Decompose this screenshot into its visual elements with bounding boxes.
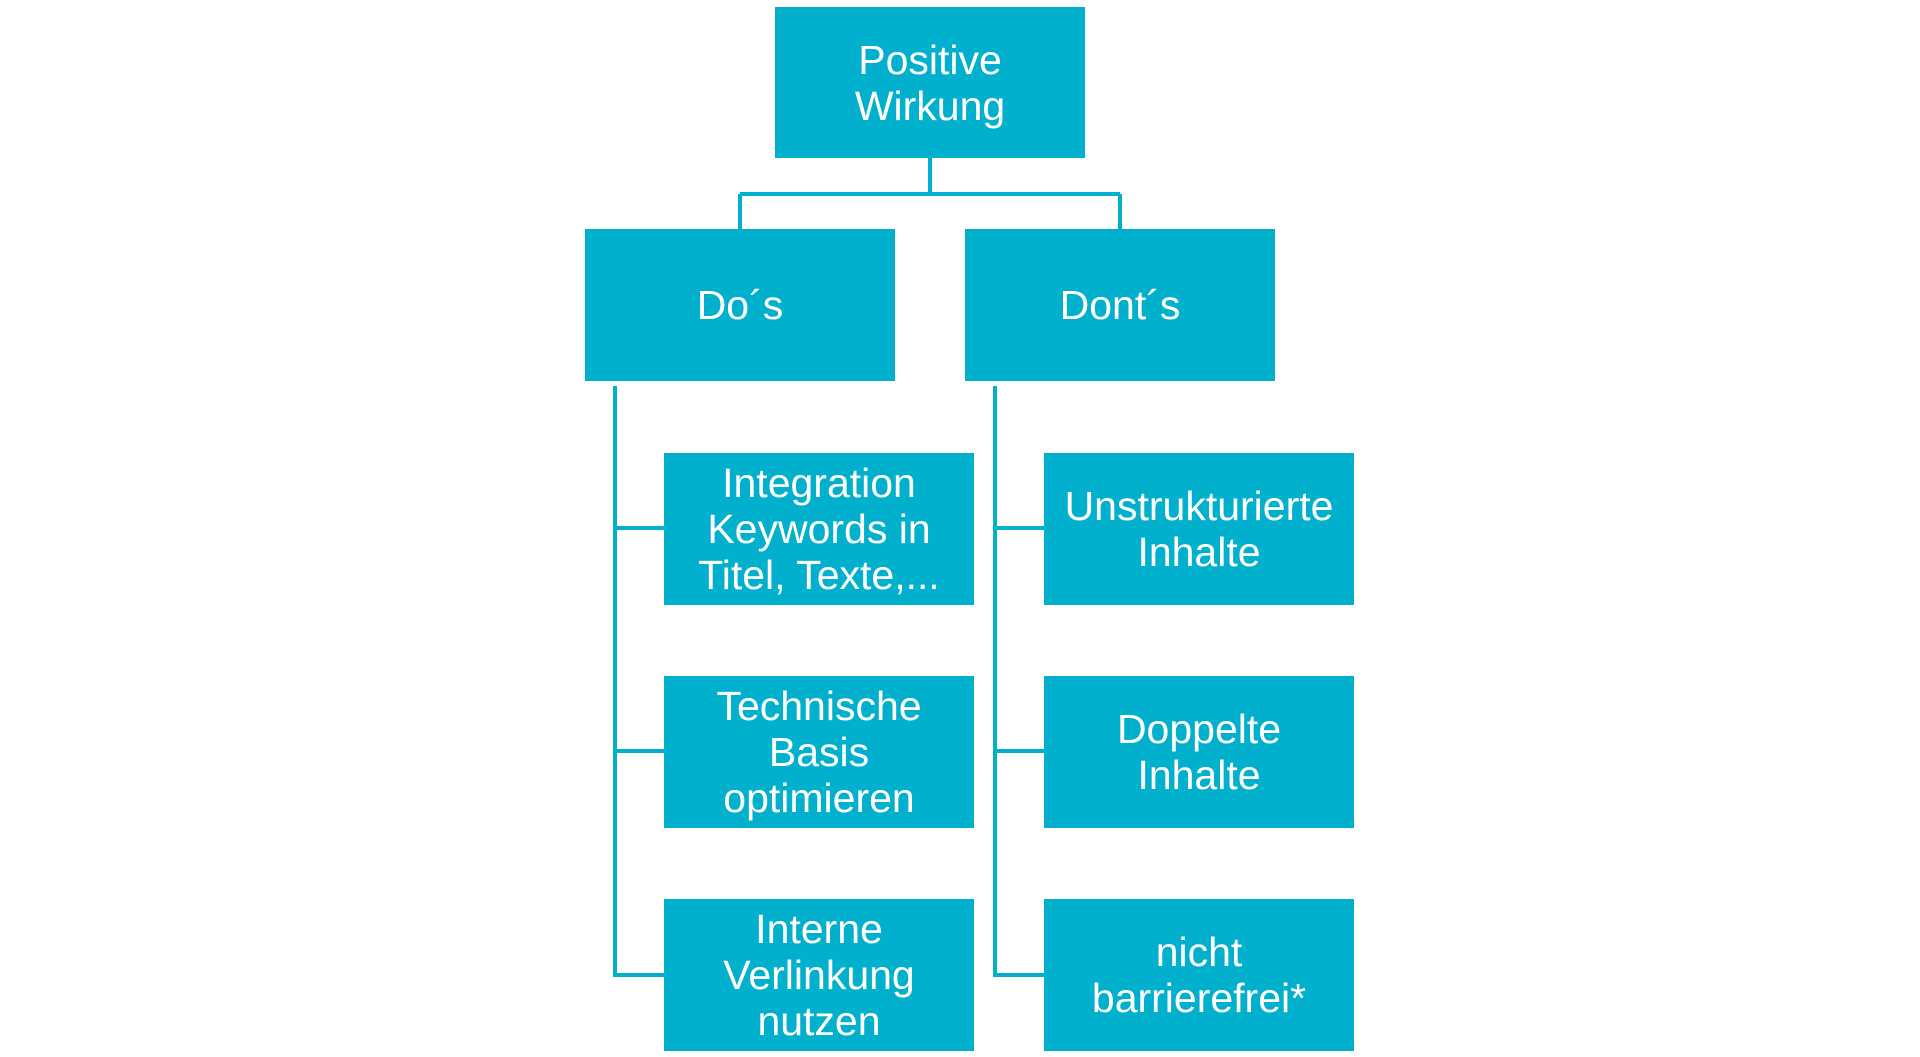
node-do-technische-basis: Technische Basis optimieren (664, 676, 974, 828)
node-positive-wirkung: Positive Wirkung (775, 7, 1085, 158)
node-dont-doppelte-inhalte: Doppelte Inhalte (1044, 676, 1354, 828)
connector-dos-to-children (613, 386, 664, 977)
connector-donts-to-children (993, 386, 1044, 977)
node-dont-nicht-barrierefrei: nicht barrierefrei* (1044, 899, 1354, 1051)
node-do-interne-verlinkung: Interne Verlinkung nutzen (664, 899, 974, 1051)
node-do-integration-keywords: Integration Keywords in Titel, Texte,... (664, 453, 974, 605)
node-donts: Dont´s (965, 229, 1275, 381)
node-dont-unstrukturierte-inhalte: Unstrukturierte Inhalte (1044, 453, 1354, 605)
connector-root-to-branches (738, 158, 1122, 229)
node-dos: Do´s (585, 229, 895, 381)
